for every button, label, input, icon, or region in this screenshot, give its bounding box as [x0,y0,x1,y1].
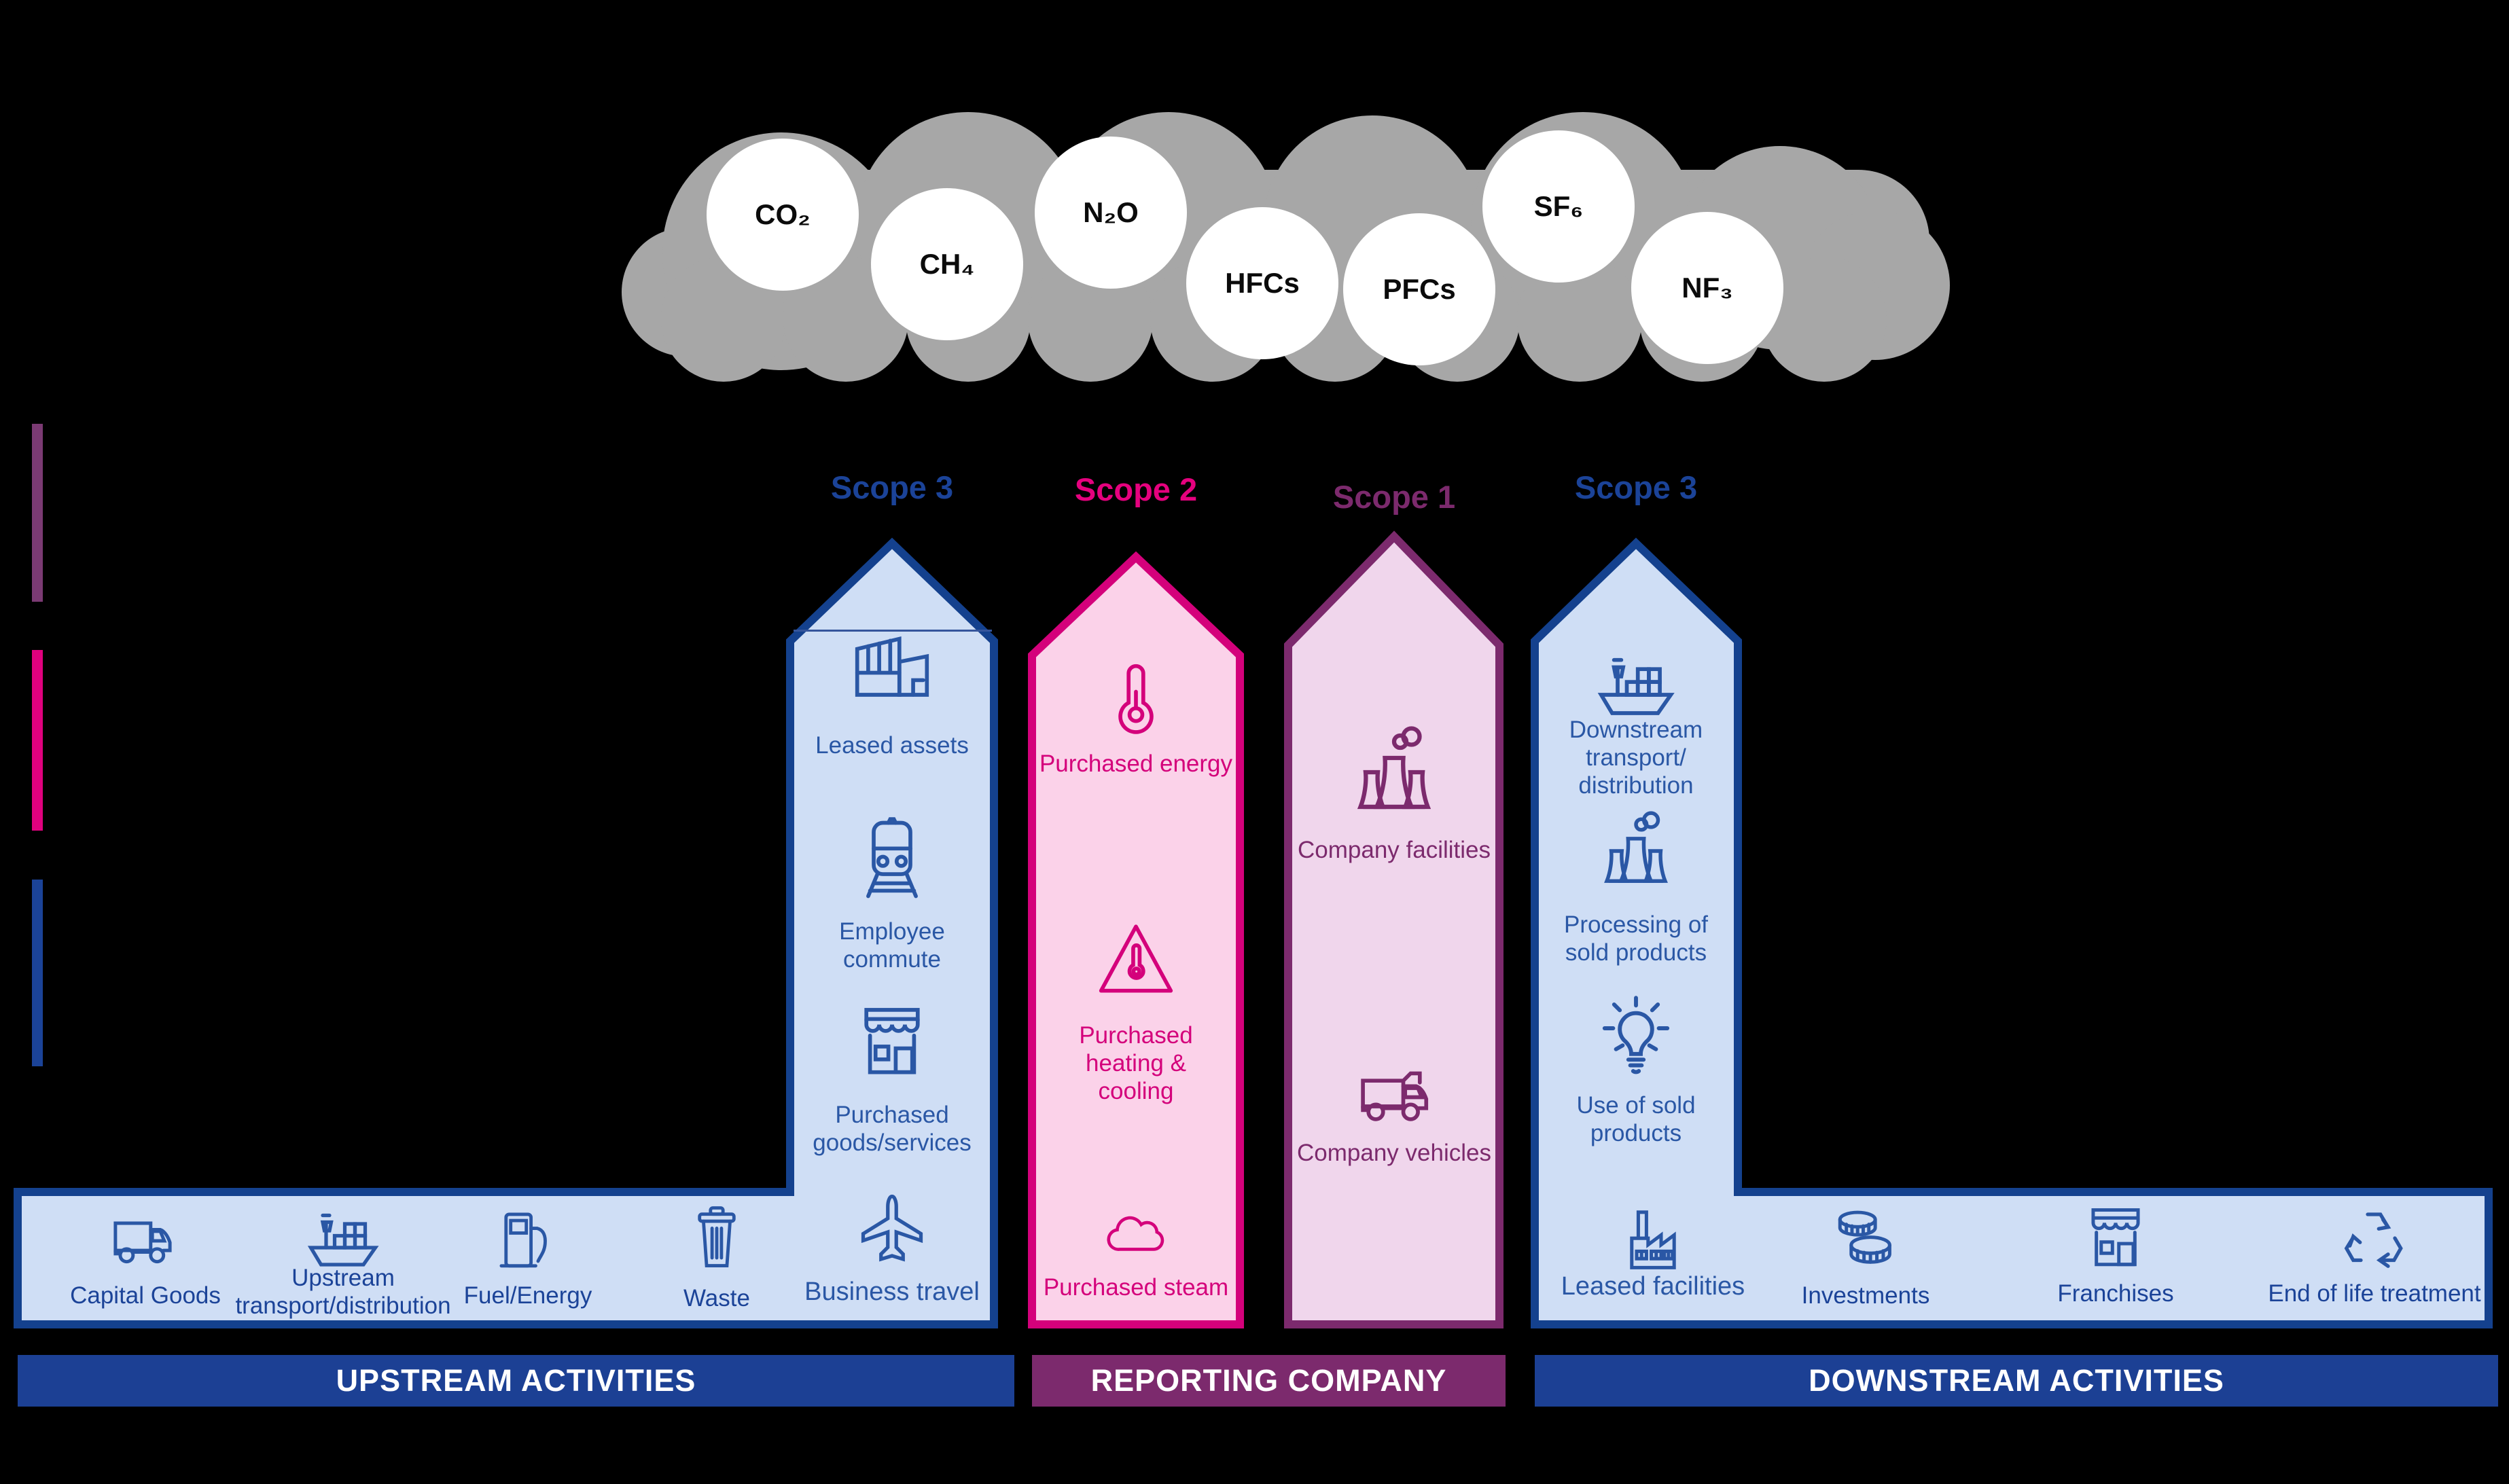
waste-label: Waste [683,1285,750,1311]
end-of-life-label: End of life treatment [2268,1280,2481,1307]
steam-cloud-icon [1107,1216,1164,1251]
gas-circle-sf6: SF₆ [1482,130,1635,283]
business-travel-label: Business travel [804,1278,980,1306]
purchased-energy-label: Purchased energy [1039,750,1233,777]
fuel-pump-icon [499,1212,547,1268]
investments-label: Investments [1801,1282,1930,1309]
factory-smoke-icon [1357,726,1431,810]
airplane-icon [861,1194,923,1262]
upstream-ship-icon [307,1213,379,1267]
scope2-arrow-shape [1028,551,1244,1328]
scope3-upstream-title: Scope 3 [830,469,954,505]
purchased-heating-label: Purchased heating & cooling [1079,1022,1193,1104]
leased-assets-label: Leased assets [815,732,969,759]
capital-goods-label: Capital Goods [70,1282,221,1309]
gas-circle-ch4: CH₄ [871,188,1023,340]
leased-facilities-label: Leased facilities [1561,1272,1745,1301]
scope2-title: Scope 2 [1074,471,1198,507]
waste-bin-icon [698,1206,736,1268]
franchises-storefront-icon [2091,1208,2140,1267]
upstream-activities-banner: UPSTREAM ACTIVITIES [18,1355,1014,1407]
gas-label: PFCs [1383,273,1456,305]
reporting-company-banner: REPORTING COMPANY [1032,1355,1506,1407]
gas-label: CH₄ [919,248,975,280]
franchises-label: Franchises [2057,1280,2174,1307]
capital-goods-truck-icon [113,1221,172,1264]
legend-scope1-swatch [32,424,43,602]
fuel-energy-label: Fuel/Energy [463,1282,592,1309]
gas-label: NF₃ [1681,272,1733,304]
legend-scope3-swatch [32,880,43,1066]
coins-icon [1838,1210,1891,1264]
downstream-transport-label: Downstream transport/ distribution [1569,717,1703,799]
company-vehicles-label: Company vehicles [1297,1140,1491,1166]
scope1-arrow-shape [1284,530,1503,1328]
legend-scope2-swatch [32,650,43,831]
lightbulb-icon [1602,996,1670,1074]
gas-label: CO₂ [755,198,811,230]
purchased-goods-label: Purchased goods/services [813,1102,972,1156]
gas-circle-co2: CO₂ [707,139,859,291]
upstream-transport-label: Upstream transport/distribution [235,1265,451,1319]
storefront-icon [864,1008,920,1074]
building-icon [855,636,929,697]
cargo-ship-icon [1597,657,1675,715]
train-icon [866,817,918,899]
gas-circle-nf3: NF₃ [1631,212,1783,364]
scope1-title: Scope 1 [1332,479,1456,515]
thermometer-icon [1118,664,1154,734]
leased-assets-divider-line [794,630,992,632]
employee-commute-label: Employee commute [839,918,945,973]
truck-icon [1361,1071,1429,1121]
gas-circle-hfcs: HFCs [1186,207,1338,359]
gas-label: HFCs [1225,267,1300,299]
use-of-sold-label: Use of sold products [1576,1092,1696,1146]
factory-icon [1630,1210,1676,1269]
purchased-steam-label: Purchased steam [1043,1274,1229,1301]
gas-label: N₂O [1083,196,1139,228]
company-facilities-label: Company facilities [1298,837,1491,863]
gas-circle-pfcs: PFCs [1343,213,1495,365]
downstream-activities-banner: DOWNSTREAM ACTIVITIES [1535,1355,2498,1407]
processing-factory-icon [1604,811,1668,883]
heating-warning-icon [1099,924,1173,993]
recycle-icon [2344,1212,2403,1268]
scope3-downstream-title: Scope 3 [1574,469,1698,505]
processing-sold-label: Processing of sold products [1563,911,1709,966]
gas-circle-n2o: N₂O [1035,137,1187,289]
gas-label: SF₆ [1533,190,1584,222]
